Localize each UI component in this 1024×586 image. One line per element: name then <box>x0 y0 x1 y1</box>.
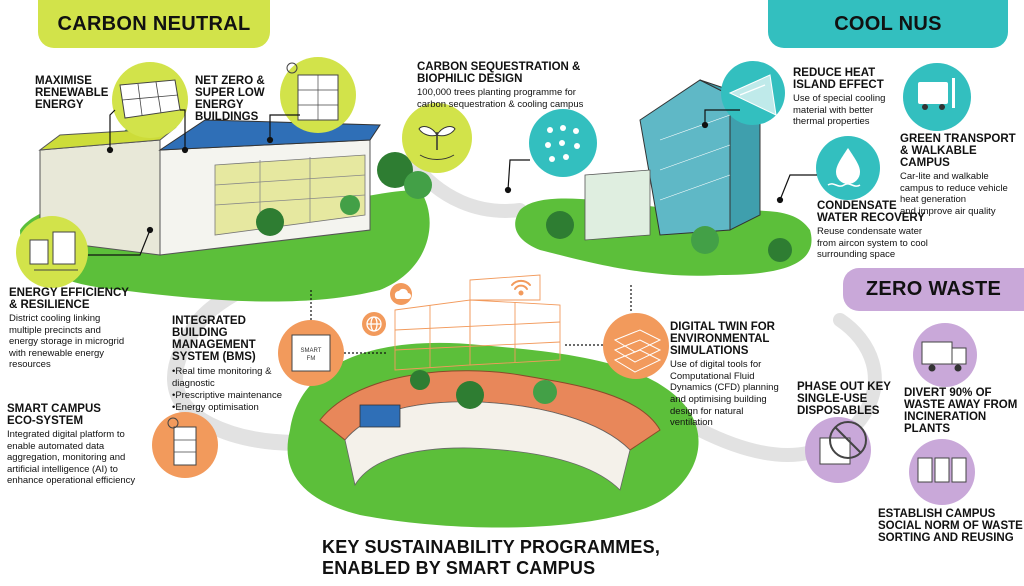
item-heading: DIVERT 90% OF WASTE AWAY FROM INCINERATI… <box>904 387 1018 436</box>
server-icon <box>152 412 218 478</box>
item-establish: ESTABLISH CAMPUS SOCIAL NORM OF WASTE SO… <box>878 508 1024 544</box>
net-zero-building <box>20 119 432 302</box>
item-smart-campus: SMART CAMPUS ECO-SYSTEM Integrated digit… <box>7 403 152 487</box>
svg-text:FM: FM <box>307 356 316 362</box>
item-heading: CONDENSATE WATER RECOVERY <box>817 200 925 225</box>
cloud-icon <box>390 283 412 305</box>
item-text: District cooling linking multiple precin… <box>9 313 125 371</box>
heat-island-icon <box>721 61 785 125</box>
item-digital-twin: DIGITAL TWIN FOR ENVIRONMENTAL SIMULATIO… <box>670 321 790 429</box>
item-phase-out: PHASE OUT KEY SINGLE-USE DISPOSABLES <box>797 381 897 417</box>
no-disposables-icon <box>805 417 871 483</box>
item-heading: GREEN TRANSPORT & WALKABLE CAMPUS <box>900 133 1016 170</box>
digital-twin-icon <box>603 313 669 379</box>
central-campus-building <box>287 342 699 528</box>
item-heading: REDUCE HEAT ISLAND EFFECT <box>793 67 884 92</box>
banner-carbon-neutral: CARBON NEUTRAL <box>38 0 270 48</box>
item-divert: DIVERT 90% OF WASTE AWAY FROM INCINERATI… <box>904 387 1024 435</box>
globe-icon <box>362 312 386 336</box>
item-heading: INTEGRATED BUILDING MANAGEMENT SYSTEM (B… <box>172 315 256 364</box>
item-maximise-renewable: MAXIMISE RENEWABLE ENERGY <box>35 75 125 111</box>
biophilic-wall-icon <box>529 109 597 177</box>
svg-text:SMART: SMART <box>301 348 322 354</box>
banner-cool-nus: COOL NUS <box>768 0 1008 48</box>
item-text: Reuse condensate water from aircon syste… <box>817 226 928 261</box>
item-net-zero: NET ZERO & SUPER LOW ENERGY BUILDINGS <box>195 75 275 123</box>
leader-lines <box>88 109 817 354</box>
item-reduce-heat: REDUCE HEAT ISLAND EFFECT Use of special… <box>793 67 903 128</box>
item-text: Use of digital tools for Computational F… <box>670 359 779 429</box>
battery-storage-icon <box>16 216 88 288</box>
water-drop-icon <box>816 136 880 200</box>
item-heading: ESTABLISH CAMPUS SOCIAL NORM OF WASTE SO… <box>878 508 1023 545</box>
sprout-icon <box>402 103 472 173</box>
item-heading: SMART CAMPUS ECO-SYSTEM <box>7 403 101 428</box>
item-text: Integrated digital platform to enable au… <box>7 429 136 487</box>
green-transport-icon <box>903 63 971 131</box>
item-heading: DIGITAL TWIN FOR ENVIRONMENTAL SIMULATIO… <box>670 321 775 358</box>
item-condensate: CONDENSATE WATER RECOVERY Reuse condensa… <box>817 200 947 261</box>
wifi-icon <box>511 279 531 296</box>
bms-bullet: Real time monitoring & diagnostic <box>172 366 297 390</box>
garbage-truck-icon <box>913 323 977 387</box>
item-heading: CARBON SEQUESTRATION & BIOPHILIC DESIGN <box>417 61 581 86</box>
item-text: Use of special cooling material with bet… <box>793 93 886 128</box>
item-heading: NET ZERO & SUPER LOW ENERGY BUILDINGS <box>195 75 265 124</box>
item-heading: ENERGY EFFICIENCY & RESILIENCE <box>9 287 129 312</box>
sorting-bins-icon <box>909 439 975 505</box>
bms-bullet: Energy optimisation <box>172 402 297 414</box>
item-green-transport: GREEN TRANSPORT & WALKABLE CAMPUS Car-li… <box>900 133 1024 218</box>
item-heading: PHASE OUT KEY SINGLE-USE DISPOSABLES <box>797 381 891 418</box>
bms-bullet: Prescriptive maintenance <box>172 390 297 402</box>
green-building-icon <box>280 57 356 133</box>
item-text: 100,000 trees planting programme for car… <box>417 87 584 110</box>
item-carbon-sequestration: CARBON SEQUESTRATION & BIOPHILIC DESIGN … <box>417 61 607 110</box>
item-text: Car-lite and walkable campus to reduce v… <box>900 171 1008 217</box>
item-heading: MAXIMISE RENEWABLE ENERGY <box>35 75 109 112</box>
bottom-title: KEY SUSTAINABILITY PROGRAMMES, ENABLED B… <box>322 537 661 579</box>
bms-bullet-list: Real time monitoring & diagnostic Prescr… <box>172 366 297 414</box>
banner-zero-waste: ZERO WASTE <box>843 268 1024 311</box>
digital-twin-wireframe <box>394 274 561 371</box>
item-bms: INTEGRATED BUILDING MANAGEMENT SYSTEM (B… <box>172 315 297 414</box>
item-energy-efficiency: ENERGY EFFICIENCY & RESILIENCE District … <box>9 287 149 371</box>
